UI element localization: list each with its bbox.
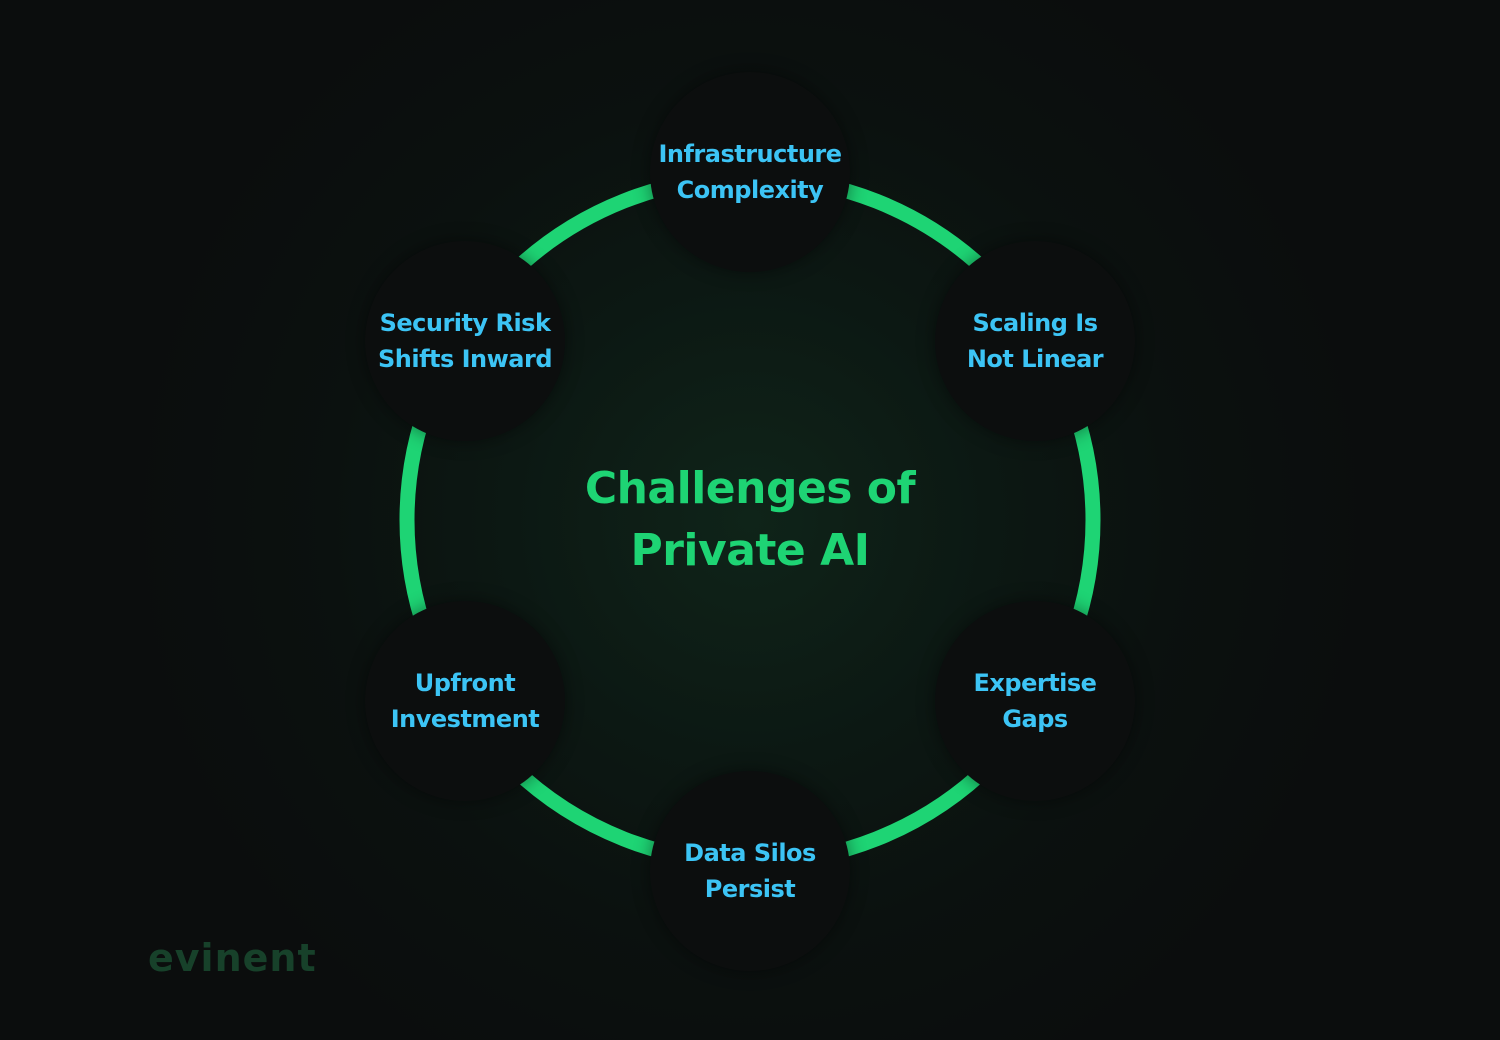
- node-upfront-investment: Upfront Investment: [365, 601, 565, 801]
- node-label: Data Silos Persist: [684, 839, 816, 903]
- node-expertise-gaps: Expertise Gaps: [935, 601, 1135, 801]
- node-data-silos-persist: Data Silos Persist: [650, 771, 850, 971]
- node-label: Expertise Gaps: [973, 669, 1097, 733]
- diagram-title: Challenges of Private AI: [500, 458, 1000, 582]
- node-scaling-not-linear: Scaling Is Not Linear: [935, 241, 1135, 441]
- node-infrastructure-complexity: Infrastructure Complexity: [650, 72, 850, 272]
- title-line-2: Private AI: [630, 525, 870, 576]
- brand-logo: evinent: [148, 936, 317, 980]
- node-security-risk: Security Risk Shifts Inward: [365, 241, 565, 441]
- node-label: Infrastructure Complexity: [658, 140, 842, 204]
- node-label: Security Risk Shifts Inward: [377, 309, 553, 373]
- title-line-1: Challenges of: [584, 463, 916, 514]
- node-label: Scaling Is Not Linear: [966, 309, 1104, 373]
- node-label: Upfront Investment: [390, 669, 540, 733]
